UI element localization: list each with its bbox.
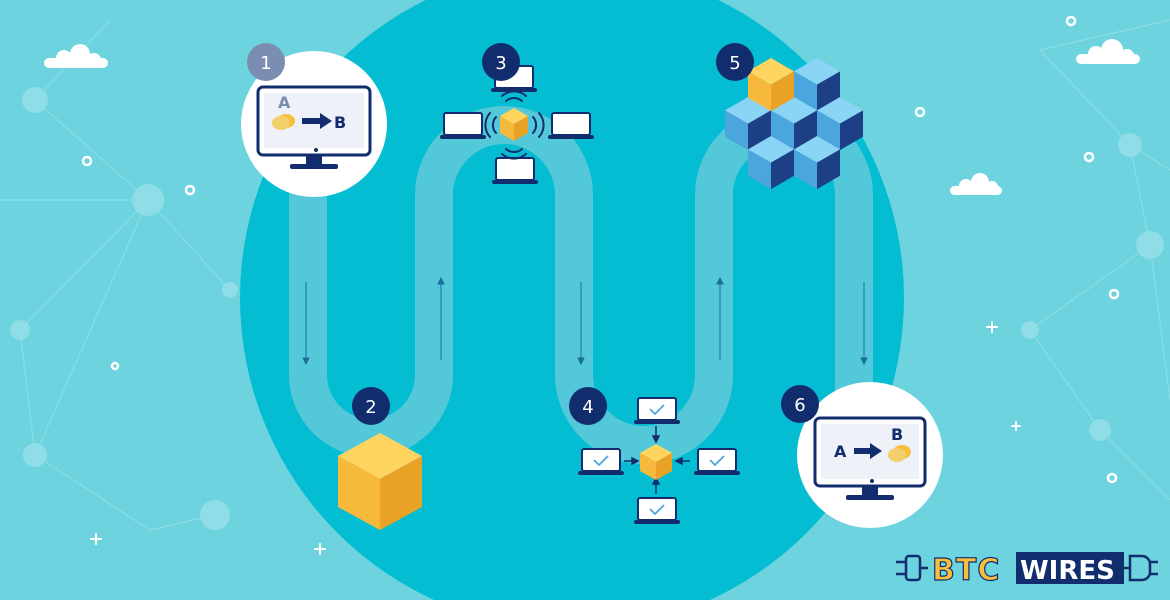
laptop-check-icon [694,448,740,475]
laptop-icon [548,112,594,139]
btcwires-logo: BTC WIRES [896,552,1158,588]
chain-block-cube [817,97,863,151]
step-number: 6 [794,395,805,416]
plug-left-icon [896,554,928,582]
chain-block-cube [794,58,840,112]
step-badge: 6 [781,385,819,423]
step-badge: 2 [352,387,390,425]
laptop-check-icon [634,397,680,424]
logo-wires-text: WIRES [1020,556,1115,586]
monitor6-from-label: A [834,442,847,461]
chain-block-cube [748,136,794,190]
background-network [0,19,1170,531]
step-badge: 3 [482,43,520,81]
step-5-blockchain-cubes-icon [725,58,863,190]
step-badge: 1 [247,43,285,81]
direction-arrows [302,276,868,366]
step-number: 4 [582,397,593,418]
laptop-check-icon [634,497,680,524]
small-cube-icon [500,108,528,141]
small-cube-icon [640,444,672,480]
arrow-right-icon [854,443,882,459]
coin-icon [272,114,295,130]
laptop-icon [492,157,538,184]
plug-right-icon [1124,554,1158,582]
monitor6-to-label: B [891,425,903,444]
step-number: 5 [729,53,740,74]
step-4-validation-network-icon [578,397,740,524]
background-nodes [10,87,1164,530]
inbound-arrows-icon [624,426,690,494]
step-1-monitor-icon: A B [241,51,387,197]
coin-icon [888,445,911,462]
step-6-monitor-icon: A B [797,382,943,528]
chain-block-cube [794,136,840,190]
step-badge: 5 [716,43,754,81]
step-badge: 4 [569,387,607,425]
step-number: 2 [365,397,376,418]
step-number: 1 [260,53,271,74]
monitor1-from-label: A [278,93,291,112]
monitor1-to-label: B [334,113,346,132]
step-number: 3 [495,53,506,74]
arrow-right-icon [302,113,332,129]
step-3-broadcast-network-icon [440,65,594,184]
laptop-check-icon [578,448,624,475]
chain-block-cube [748,58,794,112]
signal-waves-icon [484,90,545,160]
logo-btc-text: BTC [932,553,1000,588]
background-rings [81,15,1120,484]
step-2-block-cube-icon [338,433,422,530]
laptop-icon [440,112,486,139]
